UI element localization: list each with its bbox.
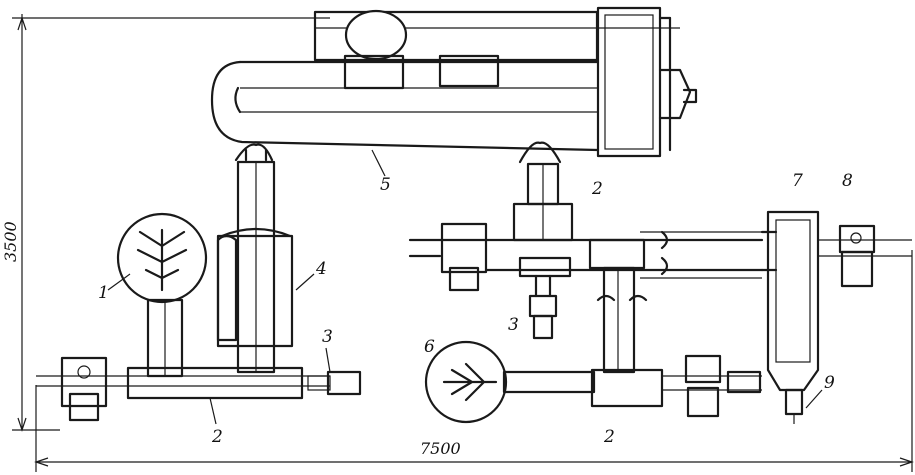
label-4: 4 — [315, 259, 327, 279]
unit-8 — [818, 224, 912, 288]
label-1: 1 — [98, 283, 109, 303]
left-risers — [216, 143, 294, 374]
pump-1 — [116, 212, 208, 378]
bottom-left-unit-2 — [36, 356, 362, 422]
label-9: 9 — [824, 373, 835, 393]
label-2-top: 2 — [591, 179, 603, 199]
label-2-bottom-right: 2 — [603, 427, 615, 447]
vessel-7 — [760, 210, 820, 392]
header-pipe-5 — [210, 60, 600, 152]
pump-3-middle — [528, 274, 558, 340]
label-7: 7 — [792, 171, 803, 191]
label-3-middle: 3 — [508, 315, 519, 335]
pump-6 — [424, 340, 596, 424]
label-2-left: 2 — [211, 427, 223, 447]
top-cylinder — [313, 6, 698, 158]
width-dimension-label: 7500 — [420, 439, 461, 458]
label-6: 6 — [424, 337, 435, 357]
label-8: 8 — [842, 171, 853, 191]
dimension-lines — [12, 14, 914, 472]
middle-riser — [512, 141, 574, 242]
bottom-right-unit-2 — [590, 354, 762, 418]
label-5: 5 — [380, 175, 391, 195]
outlet-9 — [784, 388, 804, 424]
label-3-left: 3 — [322, 327, 333, 347]
height-dimension-label: 3500 — [1, 221, 20, 262]
right-manifold — [408, 222, 764, 292]
vertical-connector — [596, 266, 648, 374]
